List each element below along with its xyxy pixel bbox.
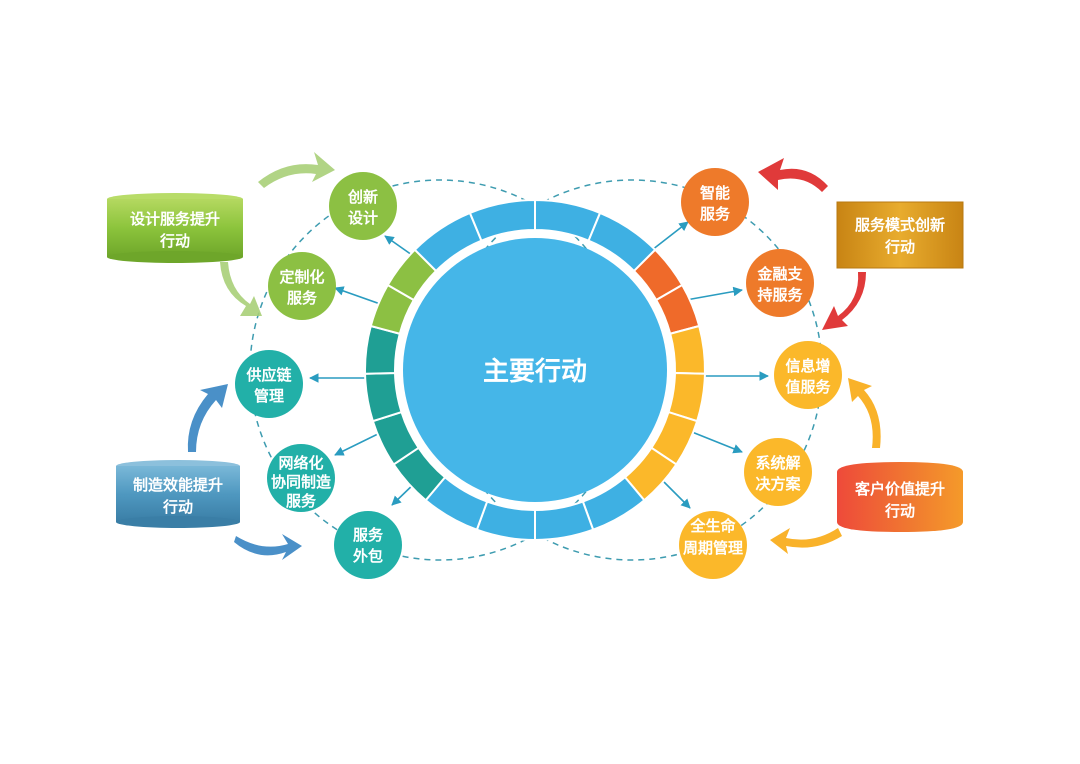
node-info-value-added: 信息增 值服务	[774, 341, 842, 409]
curved-arrow-yellow-left	[770, 528, 842, 554]
node-innovative-design: 创新 设计	[329, 172, 397, 240]
segmented-ring	[364, 198, 706, 542]
node-label: 供应链	[245, 366, 292, 384]
node-label: 设计	[348, 209, 378, 227]
action-box-manufacturing-line1: 制造效能提升	[133, 476, 223, 494]
action-box-business-model-line1: 服务模式创新	[855, 216, 945, 234]
node-label: 持服务	[757, 286, 803, 304]
connector-arrows	[309, 221, 769, 509]
node-label: 系统解	[755, 454, 800, 472]
node-label: 值服务	[785, 378, 831, 396]
curved-arrow-red-top	[758, 158, 828, 192]
node-label: 创新	[347, 188, 378, 206]
node-customization: 定制化 服务	[268, 252, 336, 320]
action-box-design-line2: 行动	[159, 232, 190, 250]
node-label: 智能	[700, 184, 730, 202]
curved-arrow-green-top	[258, 152, 335, 188]
action-box-manufacturing: 制造效能提升 行动	[116, 460, 240, 528]
action-box-manufacturing-line2: 行动	[162, 498, 193, 516]
ring-segment	[364, 372, 403, 423]
action-box-business-model-line2: 行动	[884, 238, 915, 256]
node-label: 信息增	[785, 357, 830, 375]
ring-segment	[534, 500, 595, 542]
curved-arrow-yellow-up	[848, 378, 881, 448]
ring-segment	[386, 248, 438, 302]
node-label: 服务	[700, 205, 731, 223]
node-label: 定制化	[279, 268, 324, 286]
center-circle	[403, 238, 667, 502]
curved-arrow-red-bottom	[822, 272, 866, 330]
node-label: 全生命	[689, 517, 736, 535]
node-networked-manufacturing: 网络化 协同制造 服务	[267, 444, 335, 512]
group-arrows	[187, 152, 881, 560]
node-label: 金融支	[756, 265, 803, 283]
node-label: 管理	[254, 387, 284, 405]
node-lifecycle-management: 全生命 周期管理	[679, 511, 747, 579]
action-box-design-line1: 设计服务提升	[130, 210, 220, 228]
node-supply-chain: 供应链 管理	[235, 350, 303, 418]
curved-arrow-green-bottom	[220, 262, 262, 316]
curved-arrow-blue-right	[234, 534, 302, 560]
node-label: 周期管理	[683, 539, 743, 557]
node-label: 服务	[286, 492, 317, 510]
center-label: 主要行动	[483, 356, 587, 387]
node-label: 服务	[287, 289, 318, 307]
node-financial-support: 金融支 持服务	[746, 249, 814, 317]
action-box-customer-value-line2: 行动	[884, 502, 915, 520]
node-smart-service: 智能 服务	[681, 168, 749, 236]
node-label: 协同制造	[271, 473, 331, 491]
action-box-customer-value: 客户价值提升 行动	[837, 462, 963, 532]
action-box-business-model: 服务模式创新 行动	[836, 201, 964, 269]
action-box-design: 设计服务提升 行动	[107, 193, 243, 263]
node-system-solution: 系统解 决方案	[744, 438, 812, 506]
node-label: 外包	[352, 547, 383, 565]
action-box-customer-value-line1: 客户价值提升	[854, 480, 945, 498]
node-label: 网络化	[278, 454, 323, 472]
node-label: 决方案	[755, 475, 801, 493]
curved-arrow-blue-up	[187, 384, 228, 452]
ring-segment	[669, 324, 706, 375]
ring-segment	[468, 198, 536, 242]
node-label: 服务	[353, 526, 384, 544]
node-service-outsourcing: 服务 外包	[334, 511, 402, 579]
